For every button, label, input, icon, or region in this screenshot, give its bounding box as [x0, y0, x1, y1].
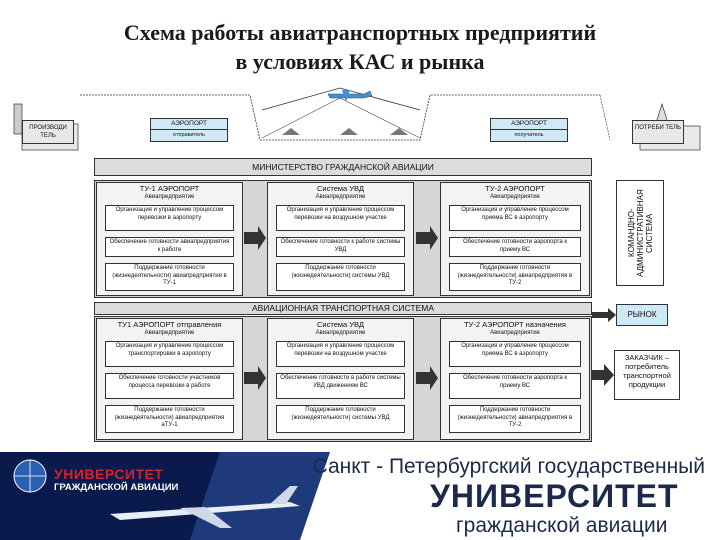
logo-subtitle: ГРАЖДАНСКОЙ АВИАЦИИ	[54, 482, 179, 493]
column-title: Система УВД	[317, 320, 364, 329]
process-cell: Поддержание готовности (жизнедеятельност…	[276, 405, 405, 433]
column-title: ТУ-2 АЭРОПОРТ	[485, 184, 545, 193]
university-line-3: гражданской авиации	[456, 514, 668, 537]
process-cell: Организация и управление процессом транс…	[105, 341, 234, 367]
university-banner	[0, 452, 720, 540]
column-subtitle: Авиапредприятие	[315, 194, 366, 200]
airport-receiver-label: АЭРОПОРТ	[491, 119, 567, 130]
column-subtitle: Авиапредприятие	[144, 194, 195, 200]
process-cell: Поддержание готовности (жизнедеятельност…	[276, 263, 405, 291]
producer-label: ПРОИЗВОДИ ТЕЛЬ	[29, 125, 67, 139]
process-cell: Поддержание готовности (жизнедеятельност…	[105, 405, 234, 433]
university-line-2: УНИВЕРСИТЕТ	[430, 478, 679, 514]
airplane-ground-icon	[282, 128, 408, 135]
process-cell: Обеспечение готовности аэропорта к прием…	[449, 237, 581, 257]
process-cell: Обеспечение готовности в работе системы …	[276, 373, 405, 399]
arrow-right	[244, 366, 266, 390]
market-arrow	[592, 308, 616, 322]
market-label: РЫНОК	[627, 310, 657, 319]
process-cell: Организация и управление процессом перев…	[276, 341, 405, 367]
title-line-1: Схема работы авиатранспортных предприяти…	[123, 20, 597, 45]
customer-label: ЗАКАЗЧИК – потребитель транспортной прод…	[623, 353, 671, 389]
customer-box: ЗАКАЗЧИК – потребитель транспортной прод…	[614, 350, 680, 400]
arrow-right	[416, 366, 438, 390]
process-cell: Поддержание готовности (жизнедеятельност…	[449, 263, 581, 291]
title-line-2: в условиях КАС и рынка	[235, 49, 485, 74]
arrow-right	[416, 226, 438, 250]
customer-arrow	[592, 364, 614, 386]
banner-graphics	[13, 452, 330, 540]
command-system-box: КОМАНДНО-АДМИНИСТРАТИВНАЯ СИСТЕМА	[616, 180, 664, 286]
upper-column-tu2: ТУ-2 АЭРОПОРТ Авиапредприятие Организаци…	[440, 182, 590, 296]
producer-box: ПРОИЗВОДИ ТЕЛЬ	[22, 120, 74, 144]
process-cell: Организация и управление процессом прием…	[449, 341, 581, 367]
arrow-right	[244, 226, 266, 250]
process-cell: Обеспечение готовности авиапредприятия к…	[105, 237, 234, 257]
column-title: ТУ1 АЭРОПОРТ отправления	[117, 320, 222, 329]
process-cell: Поддержание готовности (жизнедеятельност…	[105, 263, 234, 291]
column-title: ТУ-2 АЭРОПОРТ назначения	[464, 320, 566, 329]
page-title: Схема работы авиатранспортных предприяти…	[0, 18, 720, 76]
process-cell: Обеспечение готовности участников процес…	[105, 373, 234, 399]
column-subtitle: Авиапредприятие	[490, 330, 540, 336]
consumer-box: ПОТРЕБИ ТЕЛЬ	[632, 120, 684, 144]
process-cell: Организация и управление процессом перев…	[276, 205, 405, 231]
column-title: Система УВД	[317, 184, 364, 193]
column-subtitle: Авиапредприятие	[315, 330, 366, 336]
lower-column-tu2: ТУ-2 АЭРОПОРТ назначения Авиапредприятие…	[440, 318, 590, 440]
column-title: ТУ-1 АЭРОПОРТ	[139, 184, 200, 193]
lower-column-uvd: Система УВД Авиапредприятие Организация …	[267, 318, 414, 440]
ministry-bar: МИНИСТЕРСТВО ГРАЖДАНСКОЙ АВИАЦИИ	[94, 158, 592, 176]
lower-column-tu1: ТУ1 АЭРОПОРТ отправления Авиапредприятие…	[96, 318, 243, 440]
process-cell: Обеспечение готовности к работе системы …	[276, 237, 405, 257]
consumer-label: ПОТРЕБИ ТЕЛЬ	[634, 125, 682, 131]
upper-column-uvd: Система УВД Авиапредприятие Организация …	[267, 182, 414, 296]
process-cell: Поддержание готовности (жизнедеятельност…	[449, 405, 581, 433]
process-cell: Организация и управление процессом прием…	[449, 205, 581, 231]
airport-sender-label: АЭРОПОРТ	[151, 119, 227, 130]
airport-sender-role: отправитель	[173, 132, 205, 138]
airport-receiver-box: АЭРОПОРТ получатель	[490, 118, 568, 142]
airplane-icon	[327, 90, 373, 102]
ats-bar: АВИАЦИОННАЯ ТРАНСПОРТНАЯ СИСТЕМА	[94, 302, 592, 315]
column-subtitle: Авиапредприятие	[144, 330, 195, 336]
market-box: РЫНОК	[616, 304, 668, 326]
process-cell: Организация и управление процессом перев…	[105, 205, 234, 231]
airport-sender-box: АЭРОПОРТ отправитель	[150, 118, 228, 142]
logo-title: УНИВЕРСИТЕТ	[54, 466, 164, 482]
airliner-icon	[110, 486, 300, 528]
university-line-1: Санкт - Петербургский государственный	[312, 455, 705, 478]
process-cell: Обеспечение готовности аэропорта к прием…	[449, 373, 581, 399]
upper-column-tu1: ТУ-1 АЭРОПОРТ Авиапредприятие Организаци…	[96, 182, 243, 296]
column-subtitle: Авиапредприятие	[490, 194, 540, 200]
airport-receiver-role: получатель	[514, 132, 544, 138]
